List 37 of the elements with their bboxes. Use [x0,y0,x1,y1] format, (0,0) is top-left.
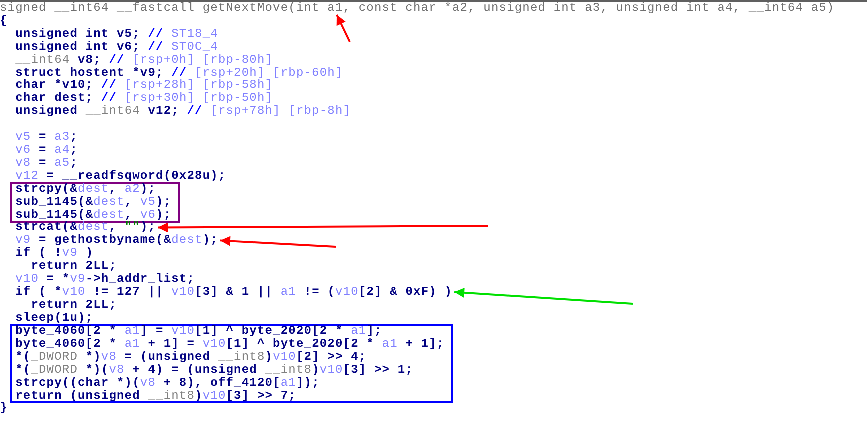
code-line: *(_DWORD *)(v8 + 4) = (unsigned __int8)v10[3] >> 1; [16,364,414,377]
code-line: strcpy(&dest, a2); [16,183,156,196]
code-line: if ( !v9 ) [16,247,94,260]
code-line: strcpy((char *)(v8 + 8), off_4120[a1]); [16,376,320,390]
code-line: return 2LL; [31,260,118,273]
arrow [220,236,336,248]
code-line: *(_DWORD *)v8 = (unsigned __int8)v10[2] >> 4; [16,350,367,364]
code-line: struct hostent *v9; // [rsp+20h] [rbp-60h] [16,66,344,80]
arrow [158,222,488,233]
highlight-box [10,324,453,404]
code-line: v5 = a3; [16,131,78,144]
code-line: sleep(1u); [16,312,94,325]
code-line: } [0,402,8,415]
code-line: unsigned int v5; // ST18_4 [16,28,218,41]
code-line: __int64 v8; // [rsp+0h] [rbp-80h] [16,54,274,67]
code-line: v6 = a4; [16,144,78,157]
code-line: unsigned __int64 v12; // [rsp+78h] [rbp-8h] [16,105,352,118]
code-line: byte_4060[2 * a1 + 1] = v10[1] ^ byte_2020[2 * a1 + 1]; [16,338,445,351]
code-line: v8 = a5; [16,156,78,170]
code-line: byte_4060[2 * a1] = v10[1] ^ byte_2020[2 * a1]; [16,325,382,338]
code-line: char *v10; // [rsp+28h] [rbp-58h] [16,79,274,92]
arrow [336,14,351,42]
code-line: return 2LL; [31,298,118,312]
code-line: sub_1145(&dest, v5); [16,196,172,209]
code-line: v9 = gethostbyname(&dest); [16,234,218,248]
code-line: v10 = *v9->h_addr_list; [16,272,196,286]
code-line: if ( *v10 != 127 || v10[3] & 1 || a1 != (v10[2] & 0xF) ) [16,286,453,299]
code-line: { [0,14,8,28]
code-line: return (unsigned __int8)v10[3] >> 7; [16,390,296,402]
code-line: sub_1145(&dest, v6); [16,208,172,222]
highlight-box [10,182,180,223]
code-line: v12 = __readfsqword(0x28u); [16,170,226,183]
arrow [454,288,634,305]
code-line: char dest; // [rsp+30h] [rbp-50h] [16,92,274,106]
function-signature: signed __int64 __fastcall getNextMove(int a1, const char *a2, unsigned int a3, unsigned int a4, __int64 a5) [0,2,835,15]
code-line: strcat(&dest, ""); [16,221,156,234]
code-line: unsigned int v6; // ST0C_4 [16,40,218,54]
